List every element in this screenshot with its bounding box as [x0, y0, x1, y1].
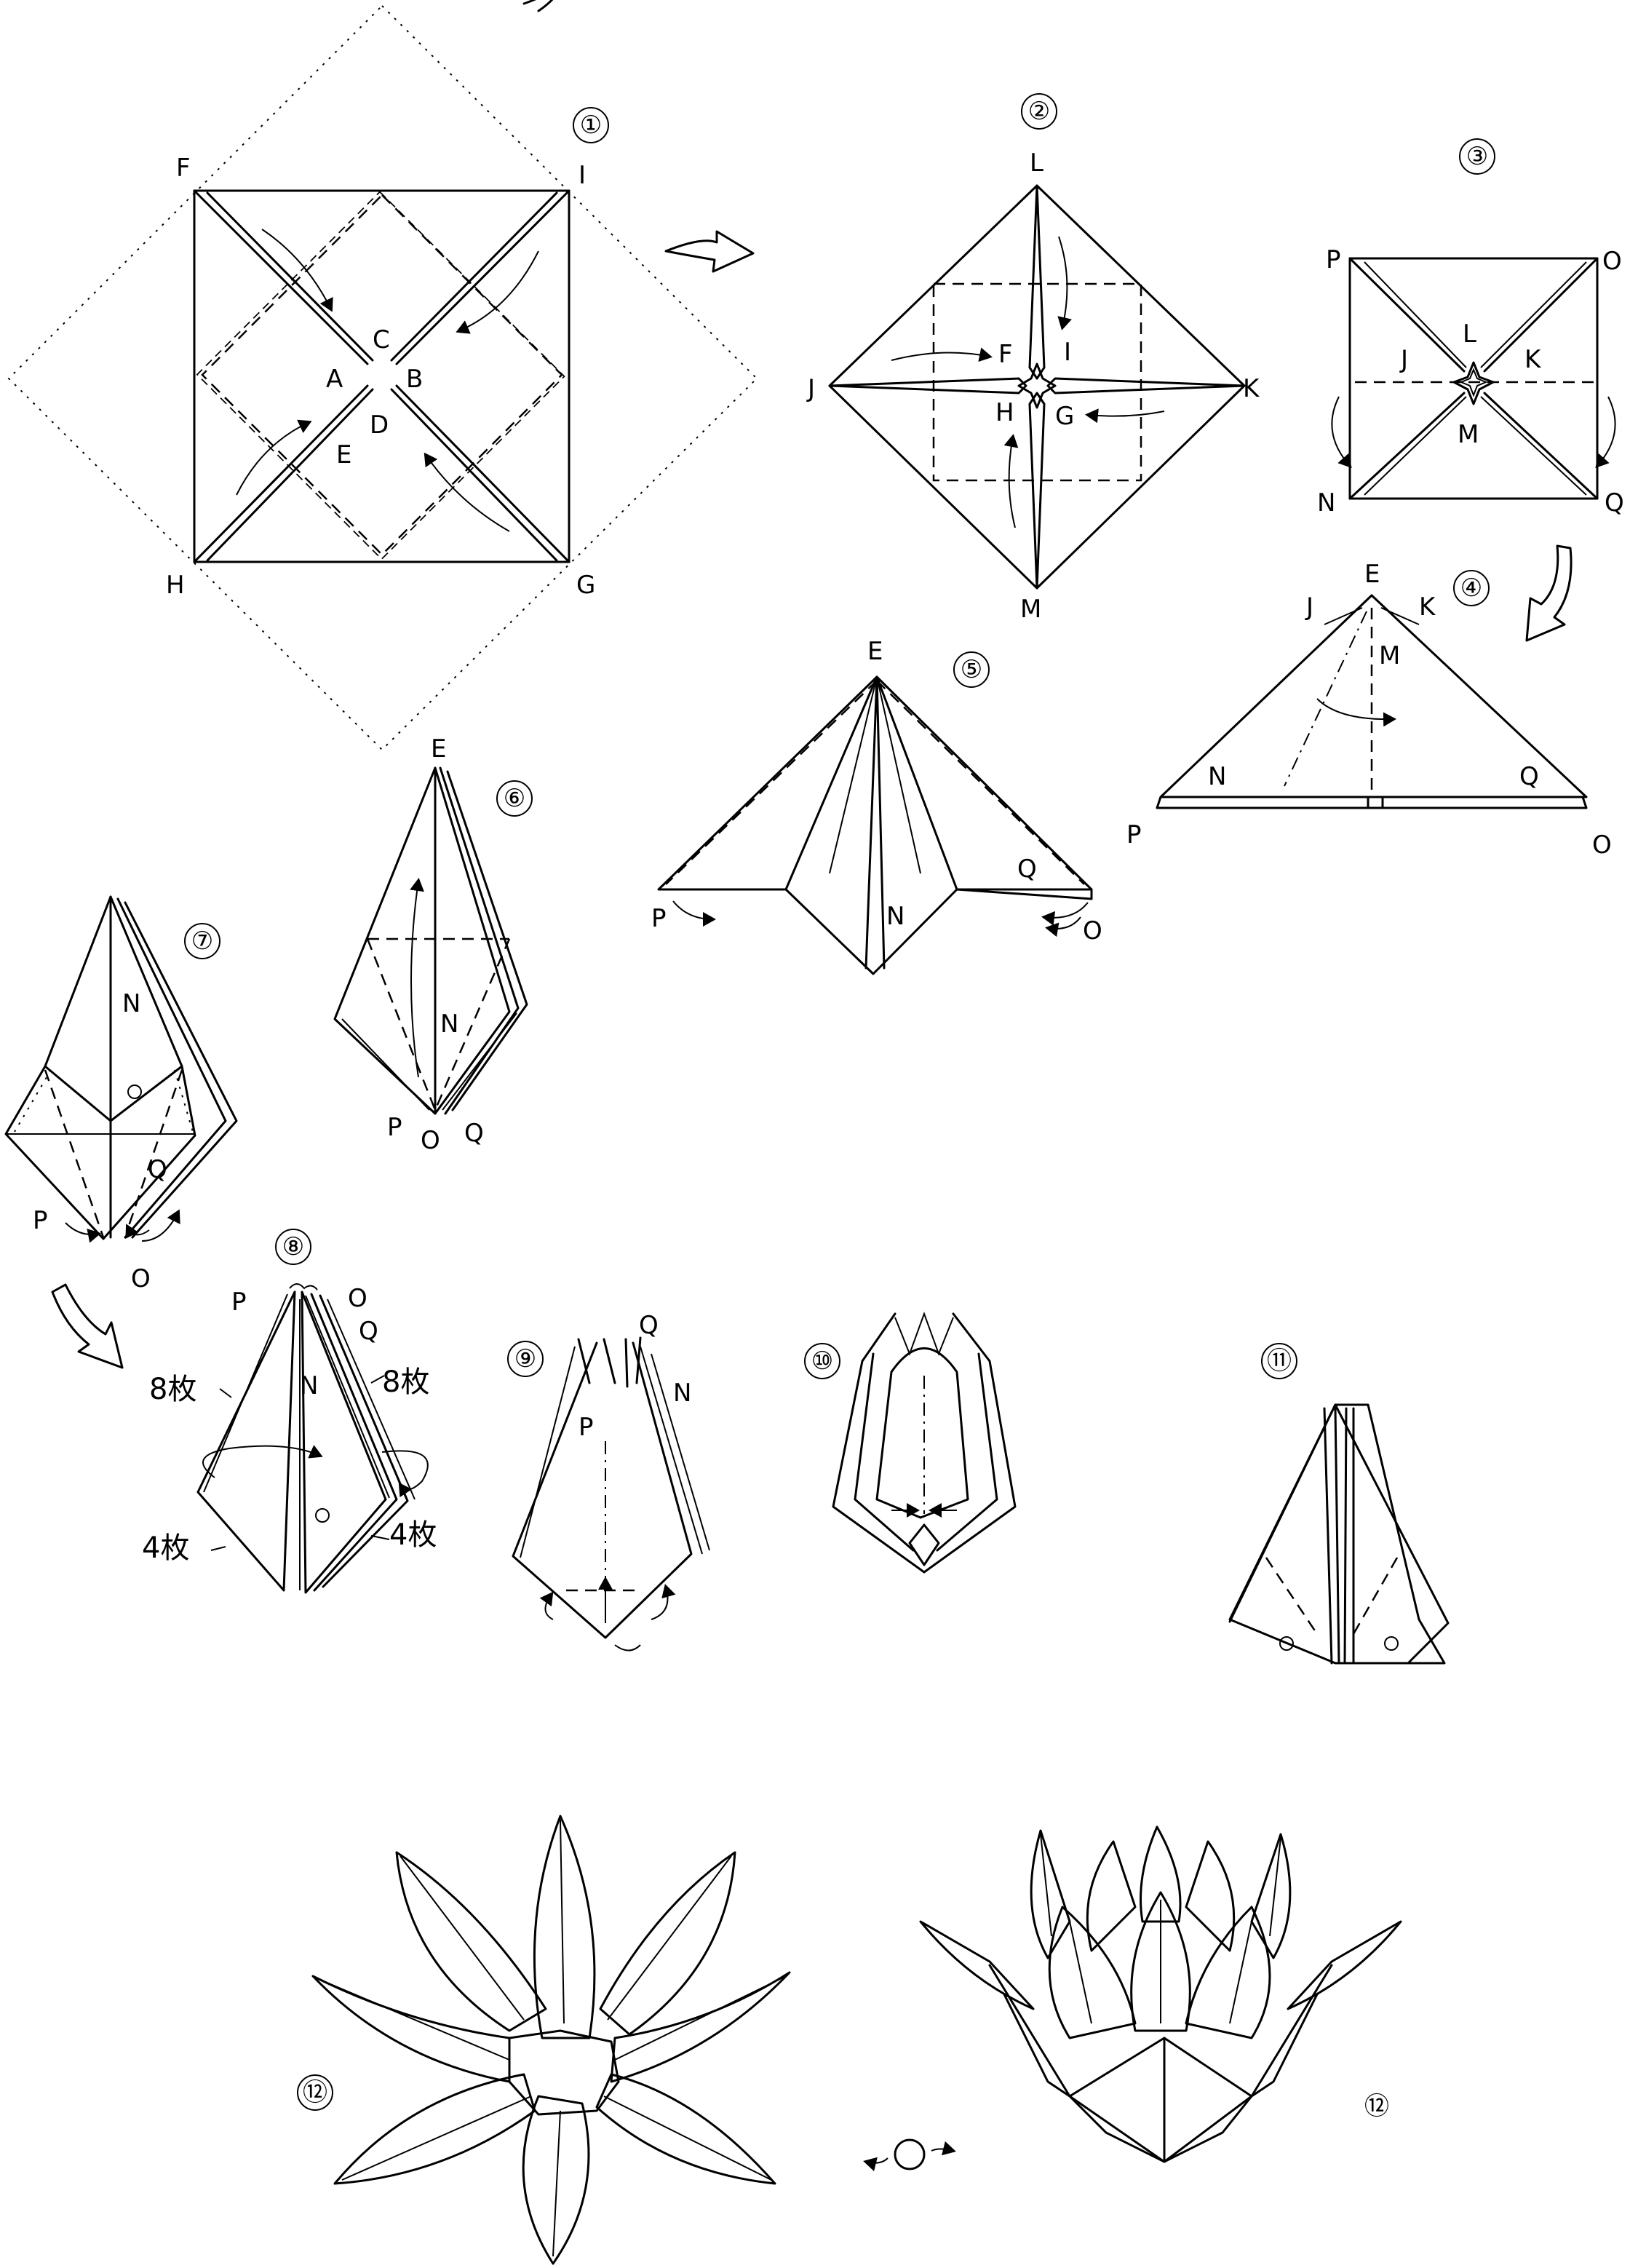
step-9: ⑨ Q N P [508, 1311, 709, 1651]
point-label: K [1243, 374, 1260, 403]
step-2: ② L J K F I H G M [806, 94, 1260, 624]
point-label: P [231, 1288, 247, 1317]
step-5: ⑤ E P N Q O [651, 637, 1102, 974]
point-label: K [1524, 345, 1542, 374]
point-label: L [1030, 148, 1043, 178]
step-number: ④ [1460, 574, 1482, 603]
point-label: N [673, 1379, 691, 1408]
step-7: ⑦ N Q P O [6, 897, 236, 1293]
point-label: P [579, 1413, 594, 1442]
step-number: ⑤ [961, 655, 982, 684]
point-label: M [1458, 420, 1479, 449]
point-label: H [995, 398, 1014, 427]
point-label: E [867, 637, 883, 666]
point-label: J [806, 374, 815, 403]
step1-base-square [9, 6, 757, 750]
step-arrow-icon [1527, 546, 1571, 641]
point-label: C [373, 325, 390, 354]
point-label: O [131, 1264, 151, 1293]
point-label: F [176, 154, 191, 183]
point-label: A [326, 365, 343, 394]
layer-count-label: 4枚 [142, 1531, 189, 1565]
point-label: F [998, 340, 1013, 369]
point-label: J [1305, 592, 1313, 622]
point-label: P [1126, 820, 1142, 849]
step-number: ② [1028, 97, 1050, 126]
step-8: ⑧ P O Q N 8枚 8枚 4枚 4枚 [142, 1229, 437, 1593]
step-1: ① F I C A B D E H G [9, 6, 757, 750]
point-label: O [1602, 247, 1622, 276]
point-label: E [1364, 560, 1380, 589]
step-10: ⑩ [805, 1314, 1015, 1572]
step-11: ⑪ [1230, 1344, 1448, 1663]
step-number: ⑨ [514, 1344, 536, 1373]
point-label: N [886, 902, 905, 931]
step-number: ⑪ [1267, 1347, 1292, 1376]
point-label: N [440, 1010, 458, 1039]
point-label: O [1592, 830, 1612, 860]
point-label: E [431, 734, 446, 764]
title-fragment [524, 0, 1510, 11]
step-12-side-view: ⑫ [921, 1827, 1401, 2162]
point-label: N [300, 1371, 318, 1400]
turn-over-icon [866, 2140, 953, 2169]
point-label: Q [1519, 762, 1539, 791]
point-label: D [370, 411, 389, 440]
step-number: ③ [1466, 142, 1488, 171]
step-number: ⑫ [1364, 2092, 1389, 2121]
step-6: ⑥ E N P O Q [335, 734, 532, 1155]
point-label: P [1326, 245, 1341, 274]
step-arrow-icon [52, 1285, 122, 1368]
point-label: L [1463, 320, 1476, 349]
point-label: J [1399, 345, 1408, 374]
point-label: O [1083, 916, 1102, 945]
point-label: O [348, 1284, 367, 1313]
point-label: Q [464, 1119, 484, 1148]
step-number: ⑧ [282, 1232, 304, 1261]
point-label: B [406, 365, 423, 394]
layer-count-label: 8枚 [382, 1365, 429, 1399]
point-label: Q [1605, 488, 1624, 518]
point-label: M [1020, 595, 1041, 624]
point-label: I [579, 161, 586, 190]
point-label: P [651, 904, 667, 933]
point-label: Q [1017, 855, 1037, 884]
point-label: M [1379, 641, 1400, 670]
point-label: N [1208, 762, 1226, 791]
point-label: E [336, 440, 351, 469]
step-number: ⑩ [811, 1347, 833, 1376]
step-3: ③ P O L J K M N Q [1317, 139, 1624, 518]
layer-count-label: 4枚 [389, 1518, 437, 1552]
step-number: ⑥ [504, 784, 525, 813]
point-label: G [576, 571, 595, 600]
point-label: N [122, 989, 140, 1018]
point-label: G [1055, 402, 1074, 431]
point-label: Q [639, 1311, 659, 1340]
step-arrow-icon [666, 231, 753, 271]
point-label: Q [359, 1317, 378, 1346]
point-label: K [1419, 592, 1436, 622]
point-label: N [1317, 488, 1335, 518]
layer-count-label: 8枚 [149, 1373, 196, 1406]
point-label: H [166, 571, 185, 600]
point-label: O [421, 1126, 440, 1155]
step-number: ⑫ [303, 2078, 327, 2107]
point-label: Q [148, 1155, 167, 1184]
step-number: ⑦ [191, 927, 213, 956]
point-label: I [1064, 338, 1071, 367]
point-label: P [33, 1206, 48, 1235]
step-number: ① [580, 111, 602, 140]
step-12-top-view: ⑫ [298, 1816, 790, 2264]
point-label: P [387, 1113, 402, 1142]
